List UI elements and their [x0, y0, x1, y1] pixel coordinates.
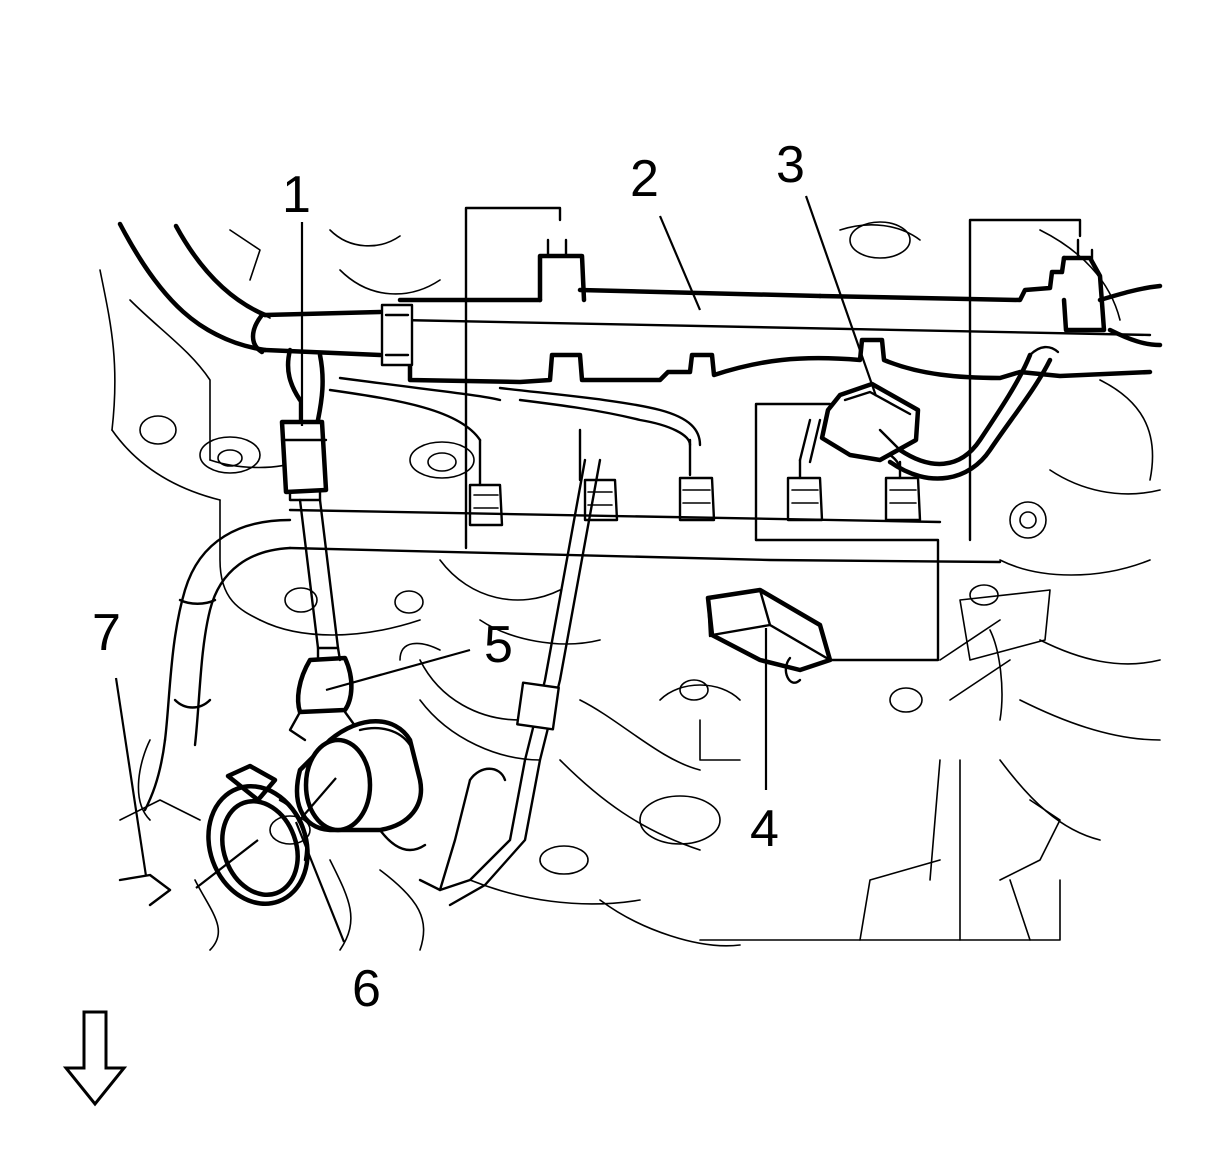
bracket-outlines: [288, 206, 1082, 662]
leader-3: [804, 195, 878, 397]
coolant-hose-left: [143, 518, 292, 812]
callout-3: 3: [776, 136, 805, 194]
leader-6b: [297, 777, 337, 823]
leader-5: [325, 648, 471, 692]
tee-connector-5: [288, 498, 360, 742]
leader-6c: [195, 839, 259, 889]
clamp-7: [118, 763, 310, 907]
injector-4: [786, 458, 824, 522]
leader-2: [658, 215, 702, 311]
injector-1: [468, 438, 504, 527]
connector-1: [279, 347, 329, 502]
cylinder-6: [294, 719, 427, 852]
callout-4: 4: [750, 800, 779, 858]
callout-2: 2: [630, 150, 659, 208]
callout-5: 5: [484, 616, 513, 674]
leader-7: [114, 677, 148, 877]
engine-background-linework: [99, 221, 1161, 951]
injector-2: [578, 428, 619, 522]
injector-row: [328, 376, 922, 527]
connector-3: [819, 345, 1060, 481]
fuel-rail-assembly: [117, 221, 1163, 385]
down-arrow-icon: [62, 1010, 128, 1107]
sensor-4: [705, 587, 833, 684]
callout-numbers: 1 2 3 4 5 6 7: [92, 136, 805, 1018]
callout-1: 1: [282, 166, 311, 224]
callout-6: 6: [352, 960, 381, 1018]
leader-lines: [114, 195, 878, 943]
injector-3: [678, 438, 716, 522]
callout-7: 7: [92, 604, 121, 662]
leader-6: [294, 821, 346, 943]
dipstick-tube: [418, 458, 602, 907]
